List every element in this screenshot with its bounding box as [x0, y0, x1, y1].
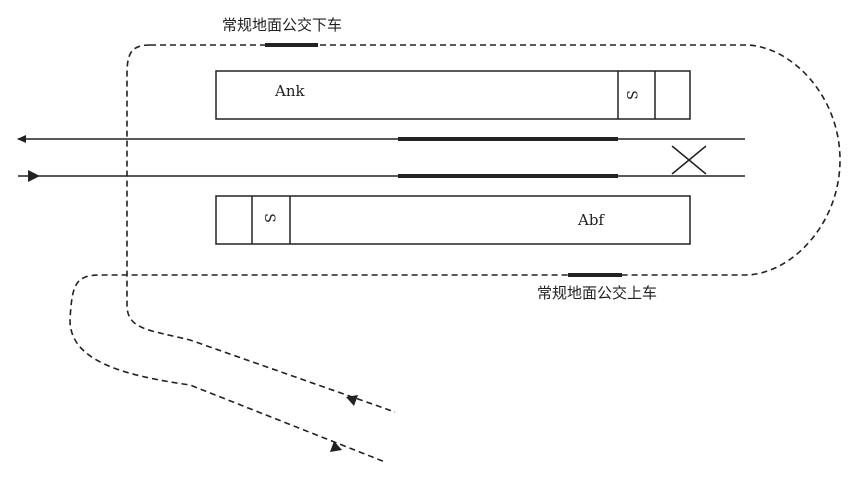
platform-top — [215, 70, 691, 120]
stair-bottom-label: S — [261, 213, 277, 223]
stair-top-label: S — [623, 90, 639, 100]
track-eastbound-arrow-icon — [28, 170, 40, 182]
alight-stop-label: 常规地面公交下车 — [222, 16, 342, 34]
platform-bottom — [215, 195, 691, 245]
route-arrow-out-icon — [330, 441, 342, 452]
route-arrow-in-icon — [346, 395, 358, 406]
bus-route-loop — [69, 44, 841, 463]
bus-route-inner — [126, 44, 396, 413]
platform-bottom-label: Abf — [577, 211, 605, 229]
board-stop-label: 常规地面公交上车 — [537, 284, 657, 302]
crossover-icon-b — [671, 145, 707, 175]
platform-top-label: Ank — [274, 82, 305, 100]
